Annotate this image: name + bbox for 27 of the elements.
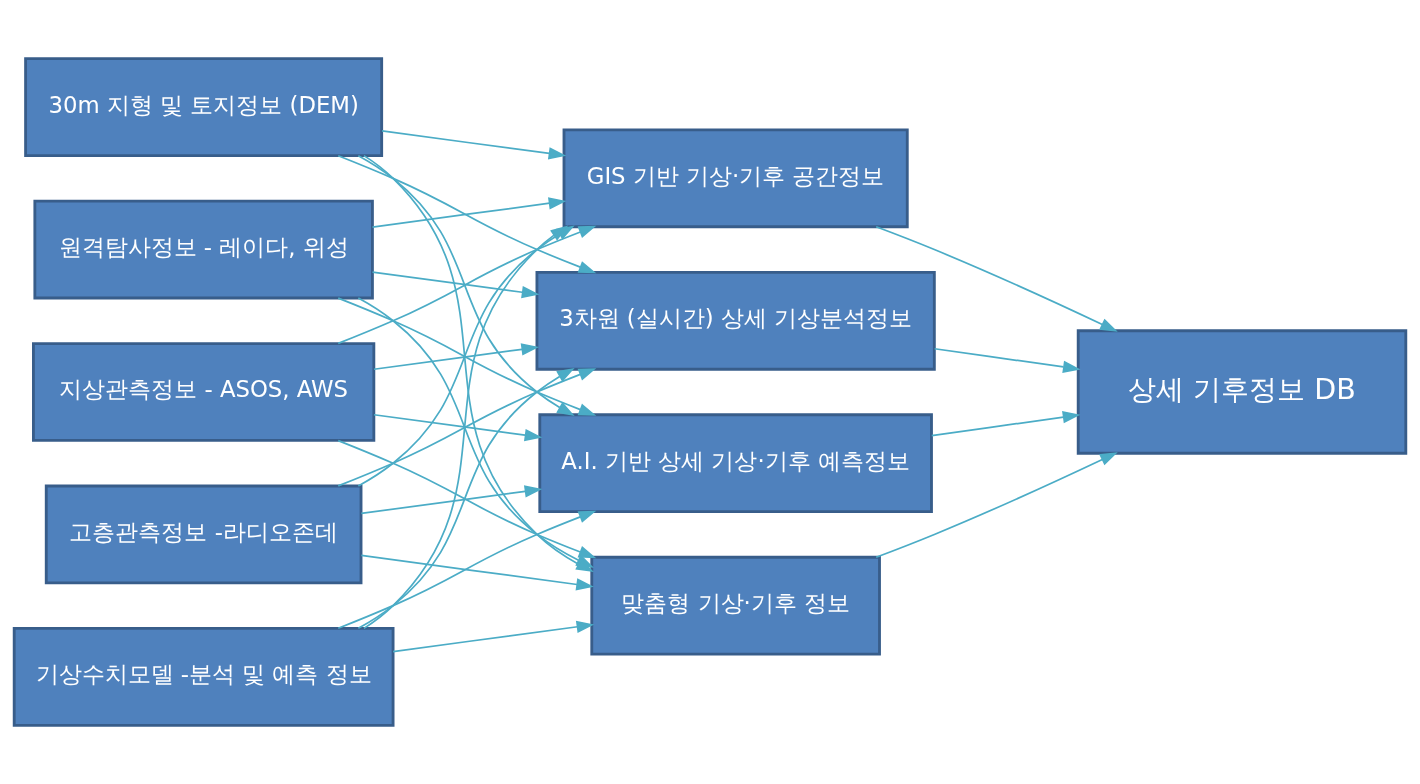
- arrow: [875, 225, 1118, 332]
- arrow: [371, 271, 540, 299]
- arrow: [337, 368, 597, 487]
- arrow: [360, 485, 543, 515]
- arrow: [337, 154, 597, 274]
- arrow: [392, 620, 595, 653]
- arrow: [337, 439, 597, 559]
- arrow: [371, 197, 567, 228]
- node-box: GIS 기반 기상·기후 공간정보: [562, 128, 909, 229]
- arrow: [373, 413, 543, 442]
- node-box: 지상관측정보 - ASOS, AWS: [32, 342, 376, 442]
- node-box: 3차원 (실시간) 상세 기상분석정보: [535, 270, 936, 371]
- arrow: [363, 225, 569, 630]
- node-box: 고층관측정보 -라디오존데: [44, 484, 363, 585]
- arrow: [357, 367, 575, 630]
- node-box: 30m 지형 및 토지정보 (DEM): [24, 57, 384, 157]
- arrow: [381, 130, 567, 160]
- arrow: [373, 343, 540, 371]
- node-box: 원격탐사정보 - 레이다, 위성: [33, 199, 374, 300]
- node-box: A.I. 기반 상세 기상·기후 예측정보: [538, 413, 933, 514]
- arrow: [337, 297, 597, 416]
- arrow: [933, 347, 1081, 374]
- node-box: 상세 기후정보 DB: [1076, 329, 1408, 455]
- node-box: 맞춤형 기상·기후 정보: [590, 555, 881, 656]
- arrow: [875, 452, 1118, 559]
- arrow: [930, 411, 1081, 437]
- node-box: 기상수치모델 -분석 및 예측 정보: [12, 627, 395, 727]
